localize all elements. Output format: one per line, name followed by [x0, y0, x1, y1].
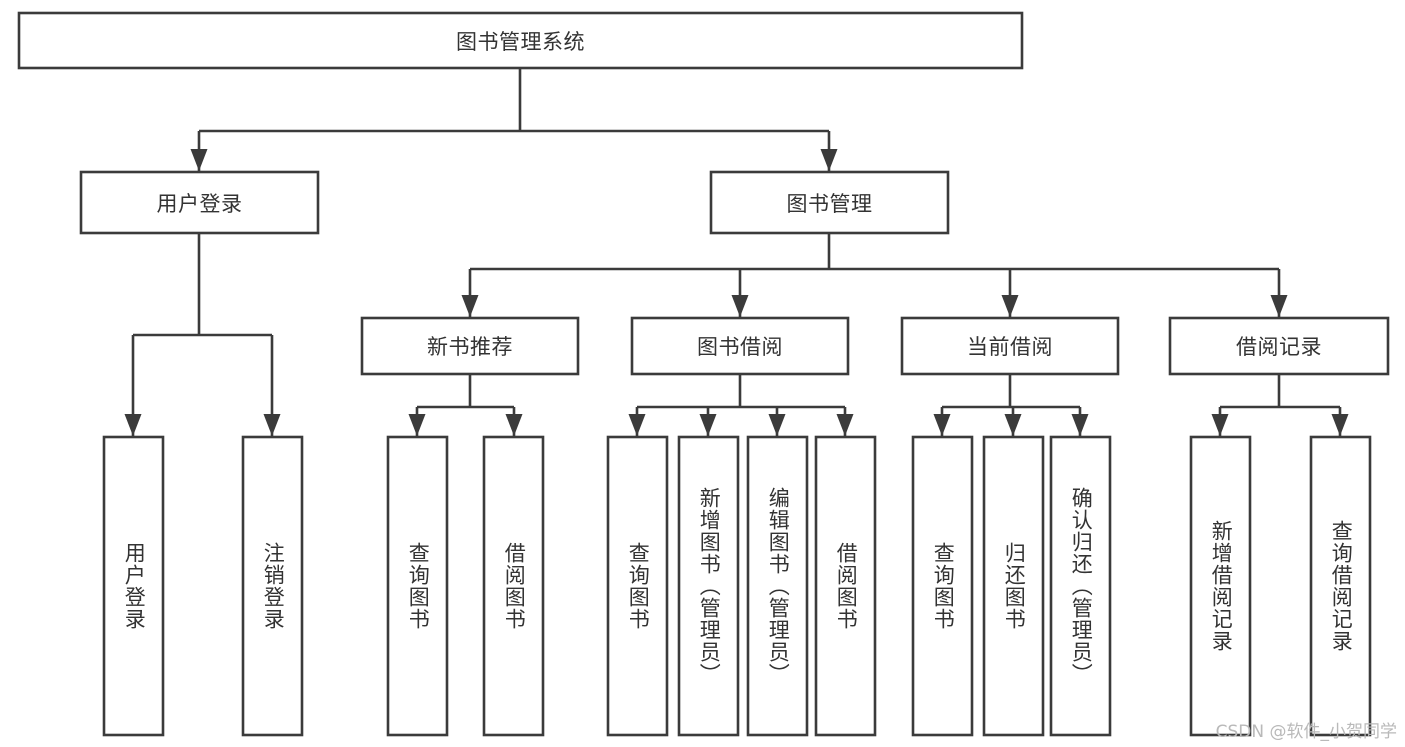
arrow-head-icon [1331, 414, 1349, 436]
node-box-root [17, 11, 1024, 70]
arrow-head-icon [731, 295, 749, 317]
node-box-leaf-10 [1049, 435, 1112, 737]
arrow-head-icon [1211, 414, 1229, 436]
boxes-layer [17, 11, 1390, 737]
arrow-head-icon [408, 414, 426, 436]
arrow-head-icon [505, 414, 523, 436]
node-box-leaf-7 [814, 435, 877, 737]
node-box-leaf-1 [241, 435, 304, 737]
node-box-leaf-5 [677, 435, 740, 737]
arrow-head-icon [1071, 414, 1089, 436]
arrow-head-icon [820, 149, 838, 171]
node-box-leaf-4 [606, 435, 669, 737]
arrow-head-icon [1270, 295, 1288, 317]
node-box-leaf-6 [746, 435, 809, 737]
node-box-leaf-2 [386, 435, 449, 737]
arrow-head-icon [699, 414, 717, 436]
node-box-level2-1 [709, 170, 950, 235]
node-box-leaf-11 [1189, 435, 1252, 737]
node-box-leaf-0 [102, 435, 165, 737]
node-box-level3-2 [900, 316, 1120, 376]
node-box-level3-0 [360, 316, 580, 376]
node-box-level3-1 [630, 316, 850, 376]
arrow-head-icon [1004, 414, 1022, 436]
arrow-head-icon [768, 414, 786, 436]
arrow-head-icon [124, 414, 142, 436]
node-box-level3-3 [1168, 316, 1390, 376]
arrow-head-icon [933, 414, 951, 436]
arrow-head-icon [461, 295, 479, 317]
node-box-leaf-3 [482, 435, 545, 737]
arrow-head-icon [190, 149, 208, 171]
node-box-leaf-9 [982, 435, 1045, 737]
arrow-head-icon [263, 414, 281, 436]
node-box-leaf-8 [911, 435, 974, 737]
arrow-head-icon [1001, 295, 1019, 317]
arrow-head-icon [836, 414, 854, 436]
arrow-head-icon [628, 414, 646, 436]
connectors-layer [124, 68, 1349, 436]
node-box-leaf-12 [1309, 435, 1372, 737]
node-box-level2-0 [79, 170, 320, 235]
